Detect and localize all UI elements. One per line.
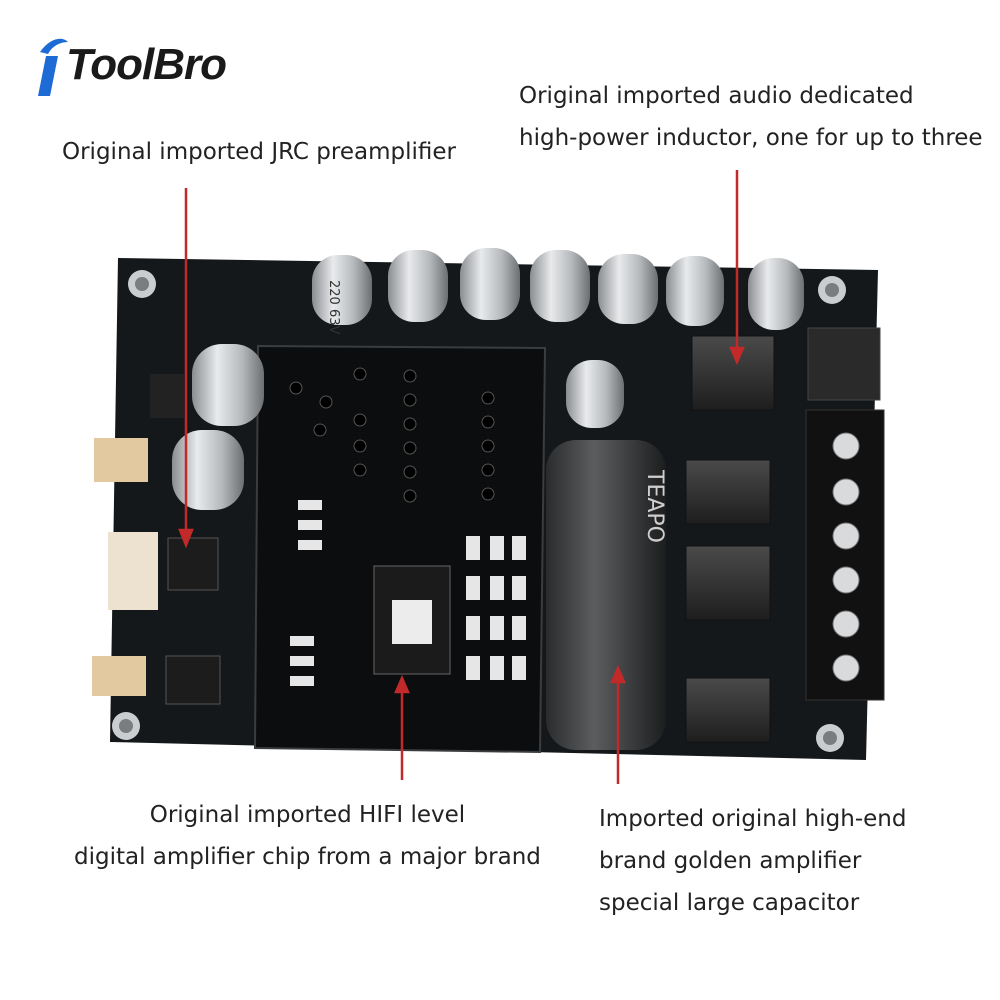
power-connector [807, 327, 881, 401]
caption-chip-line-1: Original imported HIFI level [149, 802, 466, 828]
capacitor-220uf: 220 63V [312, 255, 372, 334]
toolbro-logo [38, 38, 68, 96]
svg-text:220 63V: 220 63V [326, 280, 341, 334]
caption-capacitor-line-2: brand golden amplifier [599, 848, 862, 874]
caption-inductor-line-1: Original imported audio dedicated [519, 83, 914, 109]
logo-i-mark [38, 56, 58, 96]
logo-swoosh [40, 38, 68, 54]
caption-chip-line-2: digital amplifier chip from a major bran… [74, 844, 541, 870]
connector-left-top [94, 438, 148, 482]
caption-capacitor: Imported original high-end brand golden … [599, 798, 906, 924]
caption-inductor: Original imported audio dedicated high-p… [519, 75, 983, 159]
pcb-inner-panel [253, 344, 547, 754]
brand-name: ToolBro [66, 40, 227, 89]
power-inductors [685, 335, 775, 743]
capacitor-220uf [598, 254, 658, 324]
terminal-screws [832, 432, 860, 682]
jrc-preamp-chip [167, 537, 219, 591]
capacitor-row: 220 63V [312, 248, 804, 428]
caption-capacitor-line-3: special large capacitor [599, 890, 860, 916]
inductor-small [150, 374, 184, 418]
smd-resistor-array [290, 500, 526, 686]
capacitor-220uf [666, 256, 724, 326]
caption-amplifier-chip: Original imported HIFI level digital amp… [74, 794, 541, 878]
capacitor-220uf [460, 248, 520, 320]
capacitor-220uf [748, 258, 804, 330]
capacitor-1000uf [192, 344, 264, 426]
teapo-label: TEAPO [642, 469, 667, 543]
capacitor-220uf [566, 360, 624, 428]
caption-jrc-preamplifier: Original imported JRC preamplifier [62, 139, 456, 165]
caption-inductor-line-2: high-power inductor, one for up to three [519, 125, 983, 151]
annotation-arrows [178, 170, 745, 784]
connector-left-bottom [92, 656, 146, 696]
chip-thermal-pad [392, 600, 432, 644]
connector-left-mid [108, 532, 158, 610]
second-opamp-chip [165, 655, 221, 705]
capacitor-220uf [388, 250, 448, 322]
capacitor-220uf [530, 250, 590, 322]
caption-capacitor-line-1: Imported original high-end [599, 806, 907, 832]
large-teapo-capacitor [546, 440, 666, 750]
mounting-holes [112, 270, 846, 752]
via-grid [289, 367, 495, 503]
capacitor-1500uf [172, 430, 244, 510]
